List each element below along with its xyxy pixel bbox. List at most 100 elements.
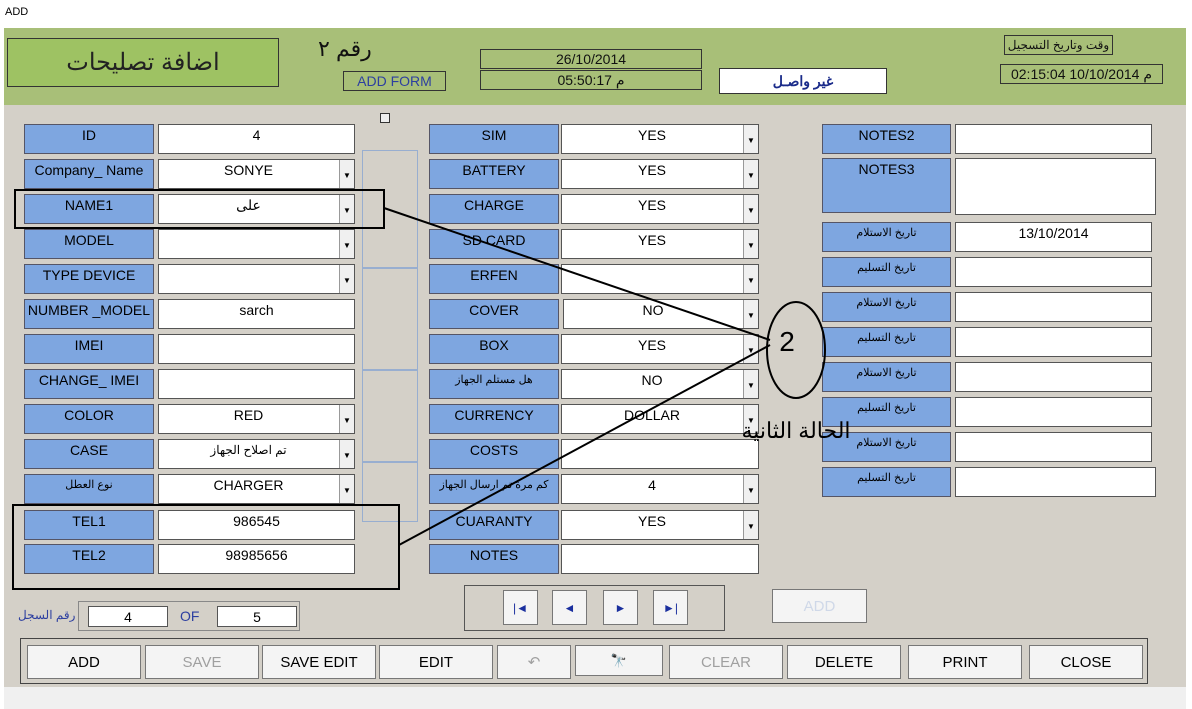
charge-value: YES [637,197,666,213]
box-value: YES [637,337,666,353]
chevron-down-icon[interactable]: ▼ [743,265,758,293]
name1-select[interactable]: علی ▼ [158,194,355,224]
chevron-down-icon[interactable]: ▼ [339,265,354,293]
charge-select[interactable]: YES ▼ [561,194,759,224]
edit-button[interactable]: EDIT [379,645,493,679]
battery-value: YES [637,162,666,178]
label-costs: COSTS [429,439,559,469]
color-select[interactable]: RED ▼ [158,404,355,434]
chevron-down-icon[interactable]: ▼ [339,475,354,503]
placeholder-frame [362,370,418,462]
box-select[interactable]: YES ▼ [561,334,759,364]
chevron-down-icon[interactable]: ▼ [743,125,758,153]
notes3-field[interactable] [955,158,1156,215]
sim-select[interactable]: YES▼ [561,124,759,154]
type-device-select[interactable]: ▼ [158,264,355,294]
company-name-select[interactable]: SONYE▼ [158,159,355,189]
id-field[interactable]: 4 [158,124,355,154]
case-select[interactable]: تم اصلاح الجهاز▼ [158,439,355,469]
label-box: BOX [429,334,559,364]
delivery-date-3-field[interactable] [955,397,1152,427]
label-sd-card: SD CARD [429,229,559,259]
chevron-down-icon[interactable]: ▼ [743,300,758,328]
clear-button[interactable]: CLEAR [669,645,783,679]
label-receive-date-1: تاريخ الاستلام [822,222,951,252]
previous-record-button[interactable]: ◄ [552,590,587,625]
notes-field[interactable] [561,544,759,574]
add-small-button[interactable]: ADD [772,589,867,623]
annotation-line-lower [398,344,771,546]
chevron-down-icon[interactable]: ▼ [743,405,758,433]
chevron-down-icon[interactable]: ▼ [743,160,758,188]
guaranty-value: YES [637,513,666,529]
chevron-down-icon[interactable]: ▼ [743,370,758,398]
fault-type-select[interactable]: CHARGER▼ [158,474,355,504]
sd-card-value: YES [637,232,666,248]
save-button[interactable]: SAVE [145,645,259,679]
tel1-field[interactable]: 986545 [158,510,355,540]
chevron-down-icon[interactable]: ▼ [339,160,354,188]
chevron-down-icon[interactable]: ▼ [743,475,758,503]
label-delivery-date-1: تاريخ التسليم [822,257,951,287]
receive-date-1-field[interactable]: 13/10/2014 [955,222,1152,252]
currency-select[interactable]: DOLLAR▼ [561,404,759,434]
find-button[interactable]: 🔭 [575,645,663,676]
chevron-down-icon[interactable]: ▼ [743,335,758,363]
chevron-down-icon[interactable]: ▼ [339,405,354,433]
chevron-down-icon[interactable]: ▼ [743,195,758,223]
imei-field[interactable] [158,334,355,364]
cover-value: NO [642,302,664,318]
chevron-down-icon[interactable]: ▼ [339,195,354,223]
close-button[interactable]: CLOSE [1029,645,1143,679]
name1-value: علی [236,197,261,213]
delivery-date-2-field[interactable] [955,327,1152,357]
label-guaranty: CUARANTY [429,510,559,540]
label-fault-type: نوع العطل [24,474,154,504]
label-charge: CHARGE [429,194,559,224]
receive-date-2-field[interactable] [955,292,1152,322]
delivery-date-1-field[interactable] [955,257,1152,287]
label-case: CASE [24,439,154,469]
record-selector-icon[interactable] [380,113,390,123]
undo-button[interactable]: ↶ [497,645,571,679]
next-record-button[interactable]: ► [603,590,638,625]
costs-field[interactable] [561,439,759,469]
label-type-device: TYPE DEVICE [24,264,154,294]
print-button[interactable]: PRINT [908,645,1022,679]
receive-date-3-field[interactable] [955,362,1152,392]
chevron-down-icon[interactable]: ▼ [339,440,354,468]
model-select[interactable]: ▼ [158,229,355,259]
chevron-down-icon[interactable]: ▼ [339,230,354,258]
device-received-select[interactable]: NO ▼ [561,369,759,399]
color-value: RED [233,407,264,423]
battery-select[interactable]: YES ▼ [561,159,759,189]
record-current-field[interactable]: 4 [88,606,168,627]
last-record-button[interactable]: ►| [653,590,688,625]
label-delivery-date-4: تاريخ التسليم [822,467,951,497]
receive-date-4-field[interactable] [955,432,1152,462]
change-imei-field[interactable] [158,369,355,399]
guaranty-select[interactable]: YES ▼ [561,510,759,540]
binoculars-icon: 🔭 [610,652,628,668]
record-of-label: OF [180,608,200,624]
placeholder-frame [362,462,418,522]
first-record-button[interactable]: |◄ [503,590,538,625]
number-model-field[interactable]: sarch [158,299,355,329]
notes2-field[interactable] [955,124,1152,154]
device-received-value: NO [641,372,663,388]
tel2-field[interactable]: 98985656 [158,544,355,574]
add-button[interactable]: ADD [27,645,141,679]
delivery-date-4-field[interactable] [955,467,1156,497]
record-counter-frame [78,601,300,631]
label-battery: BATTERY [429,159,559,189]
delete-button[interactable]: DELETE [787,645,901,679]
annotation-case-text: الحالة الثانية [741,418,851,443]
chevron-down-icon[interactable]: ▼ [743,230,758,258]
label-tel1: TEL1 [24,510,154,540]
chevron-down-icon[interactable]: ▼ [743,511,758,539]
sd-card-select[interactable]: YES ▼ [561,229,759,259]
cover-select[interactable]: NO ▼ [563,299,759,329]
current-date: 26/10/2014 [480,49,702,69]
save-edit-button[interactable]: SAVE EDIT [262,645,376,679]
times-sent-select[interactable]: 4▼ [561,474,759,504]
